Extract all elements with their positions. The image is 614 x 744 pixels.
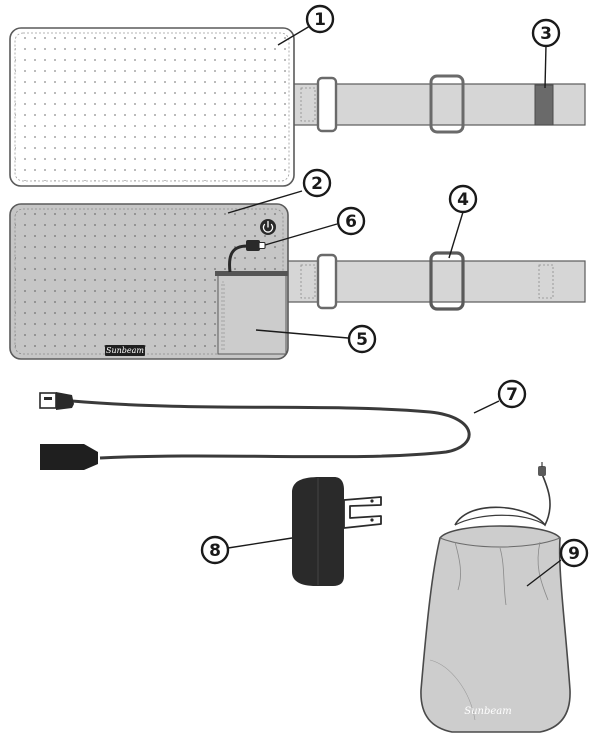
storage-bag: Sunbeam [421,462,570,732]
controller-pocket [218,272,286,354]
heating-pad-dark: Sunbeam [10,204,585,359]
callout-4: 4 [450,186,476,212]
svg-text:3: 3 [540,24,552,44]
cable-wire [72,401,469,458]
adapter-prongs [344,497,381,528]
callout-1: 1 [307,6,333,32]
wall-adapter [292,477,381,586]
callout-2: 2 [304,170,330,196]
callout-7: 7 [499,381,525,407]
heating-pad-cover-light [10,28,585,186]
svg-text:2: 2 [311,174,323,194]
pad-top-stitch [15,33,289,181]
callout-5: 5 [349,326,375,352]
brand-logo-bag: Sunbeam [464,706,512,717]
svg-text:8: 8 [209,541,221,561]
svg-text:9: 9 [568,544,580,564]
callout-9: 9 [561,540,587,566]
callout-3: 3 [533,20,559,46]
callout-8: 8 [202,537,228,563]
buckle-bottom-left [318,255,336,308]
svg-text:4: 4 [457,190,469,210]
svg-text:6: 6 [345,212,357,232]
svg-text:1: 1 [314,10,326,30]
svg-text:5: 5 [356,330,368,350]
callout-6: 6 [338,208,364,234]
usb-c-plug [246,240,260,251]
brand-logo-pad: Sunbeam [106,346,144,355]
bag-drawstring [455,474,550,525]
pocket-band [215,271,288,276]
usb-extension-cable [40,392,469,470]
usb-a-plug [40,393,56,408]
bag-body [421,526,570,732]
usb-female-connector [40,444,98,470]
velcro-patch [535,85,553,125]
svg-text:7: 7 [506,385,518,405]
